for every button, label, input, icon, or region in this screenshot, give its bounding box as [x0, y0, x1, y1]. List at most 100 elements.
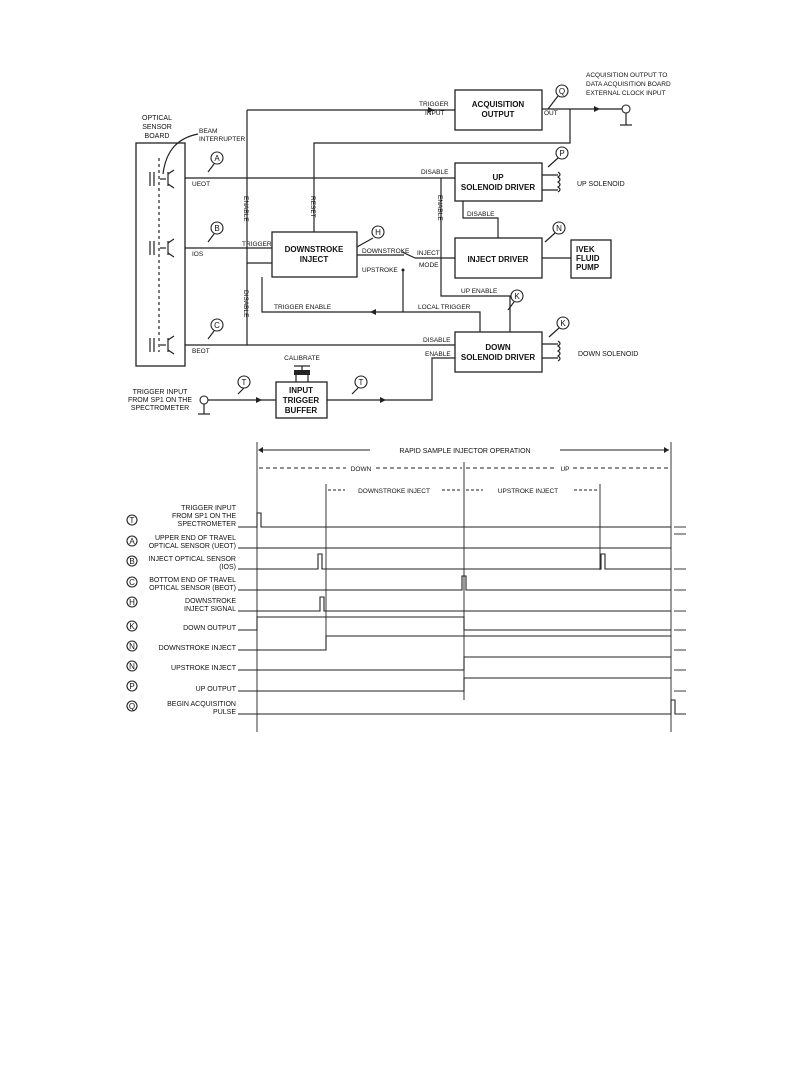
wave-begin-acquisition [238, 699, 686, 715]
svg-text:TRIGGER: TRIGGER [242, 241, 272, 248]
svg-text:DOWNSTROKE INJECT: DOWNSTROKE INJECT [159, 645, 237, 652]
wave-up-output [238, 677, 671, 692]
marker-q-block [555, 84, 569, 98]
svg-text:RESET: RESET [309, 196, 316, 218]
svg-text:TRIGGER INPUT: TRIGGER INPUT [181, 505, 237, 512]
svg-text:BEOT: BEOT [192, 348, 210, 355]
svg-text:UPSTROKE INJECT: UPSTROKE INJECT [171, 665, 237, 672]
svg-text:T: T [359, 378, 364, 387]
svg-text:SOLENOID DRIVER: SOLENOID DRIVER [461, 183, 535, 192]
svg-text:ENABLE: ENABLE [425, 351, 451, 358]
block-diagram: OPTICAL SENSOR BOARD BEAM INTERRUP [128, 72, 671, 419]
svg-text:N: N [129, 662, 135, 671]
wave-down-output [238, 616, 671, 631]
sensor-ueot-symbol [149, 169, 175, 189]
svg-text:UP: UP [492, 173, 504, 182]
svg-text:T: T [242, 378, 247, 387]
svg-text:(IOS): (IOS) [219, 564, 236, 571]
svg-text:INJECT DRIVER: INJECT DRIVER [468, 255, 529, 264]
ivek-fluid-pump-block [570, 239, 612, 279]
svg-text:MODE: MODE [419, 262, 439, 269]
svg-text:OPTICAL SENSOR (BEOT): OPTICAL SENSOR (BEOT) [149, 585, 236, 592]
svg-text:Q: Q [559, 87, 565, 96]
svg-text:BOTTOM END OF TRAVEL: BOTTOM END OF TRAVEL [149, 577, 236, 584]
trigger-input-connector [199, 395, 209, 405]
calibrate-label: CALIBRATE [284, 355, 320, 362]
trigger-input-label-2: INPUT [425, 110, 445, 117]
beam-interrupter-line [162, 133, 199, 175]
up-solenoid-driver-block [454, 162, 543, 202]
svg-text:PULSE: PULSE [213, 709, 236, 716]
svg-text:DOWN OUTPUT: DOWN OUTPUT [183, 625, 237, 632]
svg-text:N: N [129, 642, 135, 651]
svg-text:BUFFER: BUFFER [285, 406, 318, 415]
wave-beot [238, 575, 671, 591]
svg-text:DISABLE: DISABLE [467, 211, 495, 218]
svg-text:PUMP: PUMP [576, 263, 600, 272]
svg-text:C: C [214, 321, 220, 330]
svg-text:SPECTROMETER: SPECTROMETER [131, 405, 189, 412]
svg-text:A: A [129, 537, 135, 546]
svg-text:BEGIN ACQUISITION: BEGIN ACQUISITION [167, 701, 236, 708]
marker-t-block-2 [354, 375, 368, 389]
marker-n-block [552, 221, 566, 235]
svg-text:INJECT: INJECT [417, 250, 440, 257]
timing-title: RAPID SAMPLE INJECTOR OPERATION [399, 448, 530, 455]
svg-text:ENABLE: ENABLE [436, 195, 443, 221]
svg-text:INPUT: INPUT [289, 386, 313, 395]
svg-text:DOWNSTROKE INJECT: DOWNSTROKE INJECT [358, 488, 430, 495]
acq-out-connector [621, 104, 631, 114]
svg-text:K: K [560, 319, 566, 328]
svg-text:SPECTROMETER: SPECTROMETER [178, 521, 236, 528]
svg-text:UP: UP [560, 466, 569, 473]
out-label: OUT [544, 110, 558, 117]
svg-text:IOS: IOS [192, 251, 204, 258]
svg-text:DOWN: DOWN [351, 466, 372, 473]
down-solenoid-coil [556, 340, 561, 362]
marker-t-block-1 [237, 375, 251, 389]
svg-text:OPTICAL SENSOR (UEOT): OPTICAL SENSOR (UEOT) [149, 543, 236, 550]
svg-text:DISABLE: DISABLE [423, 337, 451, 344]
marker-a-block [210, 151, 224, 165]
marker-k-block-2 [556, 316, 570, 330]
svg-text:FLUID: FLUID [576, 254, 600, 263]
svg-text:Q: Q [129, 702, 135, 711]
svg-text:P: P [559, 149, 564, 158]
svg-text:A: A [214, 154, 220, 163]
svg-text:LOCAL TRIGGER: LOCAL TRIGGER [418, 304, 471, 311]
svg-text:FROM SP1 ON THE: FROM SP1 ON THE [172, 513, 236, 520]
osb-label-1: OPTICAL [142, 115, 172, 122]
svg-text:TRIGGER INPUT: TRIGGER INPUT [133, 389, 189, 396]
svg-text:FROM SP1 ON THE: FROM SP1 ON THE [128, 397, 192, 404]
svg-text:N: N [556, 224, 562, 233]
svg-text:K: K [514, 292, 520, 301]
svg-text:B: B [129, 557, 134, 566]
up-solenoid-label: UP SOLENOID [577, 181, 625, 188]
svg-text:UPPER END OF TRAVEL: UPPER END OF TRAVEL [155, 535, 236, 542]
optical-sensor-board: OPTICAL SENSOR BOARD [135, 115, 186, 367]
beam-interrupter-label-2: INTERRUPTER [199, 136, 246, 143]
wave-ios [238, 553, 671, 570]
sensor-beot-symbol [149, 335, 175, 355]
svg-text:ENABLE: ENABLE [242, 196, 249, 222]
beam-interrupter-label-1: BEAM [199, 128, 217, 135]
down-solenoid-driver-block [454, 331, 543, 373]
svg-text:UP ENABLE: UP ENABLE [461, 288, 498, 295]
svg-text:UP OUTPUT: UP OUTPUT [196, 686, 237, 693]
svg-text:T: T [130, 516, 135, 525]
acq-block-label-1: ACQUISITION [472, 100, 525, 109]
svg-text:P: P [129, 682, 134, 691]
marker-p-block [555, 146, 569, 160]
acq-to-label-3: EXTERNAL CLOCK INPUT [586, 90, 666, 97]
svg-text:B: B [214, 224, 219, 233]
acq-to-label-2: DATA ACQUISITION BOARD [586, 81, 671, 88]
svg-text:UEOT: UEOT [192, 181, 210, 188]
osb-label-2: SENSOR [142, 124, 172, 131]
svg-text:H: H [129, 598, 135, 607]
down-solenoid-label: DOWN SOLENOID [578, 351, 638, 358]
wave-downstroke-inject [238, 635, 671, 651]
svg-text:INJECT OPTICAL SENSOR: INJECT OPTICAL SENSOR [148, 556, 236, 563]
svg-text:UPSTROKE INJECT: UPSTROKE INJECT [498, 488, 558, 495]
svg-text:DISABLE: DISABLE [421, 169, 449, 176]
